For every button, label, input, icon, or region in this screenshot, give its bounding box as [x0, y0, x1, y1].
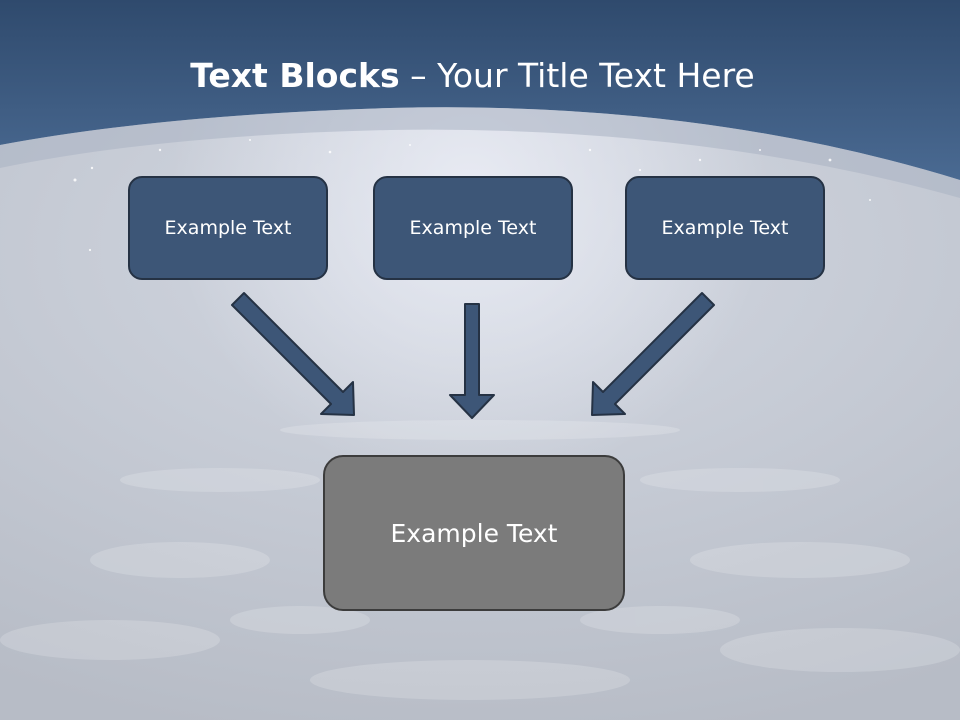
- text-block-3: Example Text: [625, 176, 825, 280]
- slide-title: Text Blocks – Your Title Text Here: [0, 54, 945, 98]
- title-bold: Text Blocks: [190, 56, 400, 95]
- title-rest: – Your Title Text Here: [399, 56, 755, 95]
- text-block-1: Example Text: [128, 176, 328, 280]
- arrow-center-down: [449, 303, 495, 419]
- arrow-right-diagonal: [591, 292, 715, 416]
- arrow-left-diagonal: [231, 292, 355, 416]
- text-block-2: Example Text: [373, 176, 573, 280]
- target-block: Example Text: [323, 455, 625, 611]
